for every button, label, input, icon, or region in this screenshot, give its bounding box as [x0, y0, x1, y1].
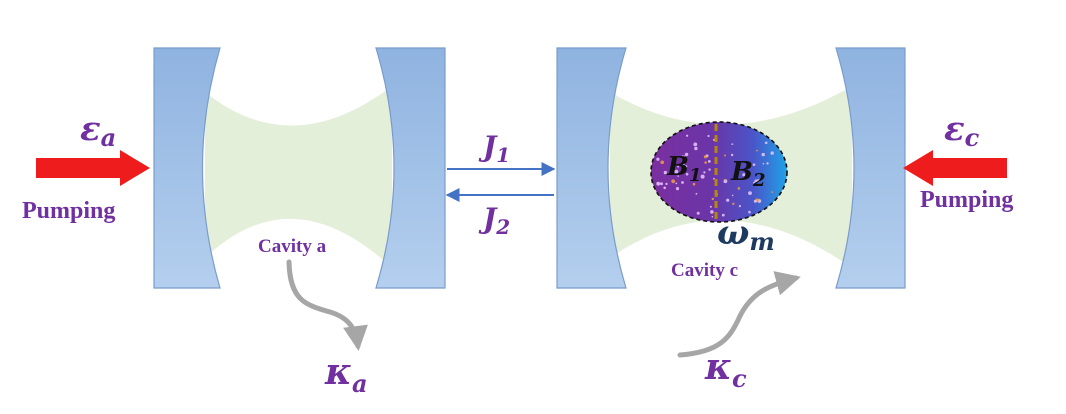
- cavity-a-right-mirror: [375, 47, 446, 289]
- magnon-speckles: [656, 134, 774, 218]
- decay-label-a: κa: [324, 351, 368, 398]
- magnon-speckle: [770, 151, 774, 155]
- magnon-speckle: [663, 186, 666, 190]
- magnon-speckle: [737, 187, 741, 190]
- magnon-sphere: [650, 121, 788, 223]
- magnon-speckle: [685, 172, 689, 176]
- magnon-speckle: [660, 182, 663, 186]
- magnon-speckle: [730, 153, 734, 157]
- pump-symbol-c: εc: [944, 109, 980, 152]
- cavity-a-beam: [205, 86, 392, 268]
- magnon-speckle: [682, 163, 685, 166]
- magnon-speckle: [754, 179, 758, 183]
- magnon-speckle: [693, 142, 698, 147]
- magnon-speckle: [677, 165, 679, 168]
- magnon-speckle: [762, 162, 765, 165]
- magnon-speckle: [721, 213, 725, 217]
- decay-label-c: κc: [704, 346, 747, 393]
- magnon-speckle: [761, 152, 765, 157]
- magnon-speckle: [731, 143, 734, 146]
- cavity-c-right-mirror: [835, 47, 906, 289]
- magnon-speckle: [711, 197, 714, 201]
- magnon-speckle: [732, 202, 735, 205]
- magnon-speckle: [724, 178, 726, 181]
- magnon-speckle: [703, 171, 706, 174]
- magnon-speckle: [748, 191, 752, 196]
- magnon-speckle: [753, 199, 757, 203]
- magnon-speckle: [700, 174, 705, 179]
- pump-arrow-right: [903, 150, 1007, 186]
- cavity-c-label: Cavity c: [671, 260, 738, 281]
- magnon-speckle: [674, 169, 679, 174]
- pump-symbol-a: εa: [80, 109, 116, 152]
- magnon-speckle: [738, 205, 742, 208]
- magnon-speckle: [677, 175, 679, 177]
- magnon-speckle: [683, 155, 686, 158]
- magnon-speckle: [753, 181, 756, 184]
- magnon-speckle: [671, 179, 676, 184]
- magnon-speckle: [663, 170, 668, 175]
- decay-arrow-c: [677, 271, 801, 358]
- magnon-speckle: [748, 210, 751, 214]
- magnon-speckle: [707, 134, 710, 138]
- magnon-speckle: [660, 160, 664, 165]
- magnon-speckle: [742, 173, 746, 177]
- magnon-speckle: [756, 149, 758, 152]
- magnon-speckle: [703, 155, 708, 159]
- pump-arrow-left: [36, 150, 150, 186]
- magnon-speckle: [711, 215, 714, 218]
- magnon-speckle: [684, 152, 689, 157]
- magnon-speckle: [708, 168, 711, 171]
- cavity-a-left-mirror: [153, 47, 221, 289]
- magnon-speckle: [692, 182, 696, 186]
- cavity-a: [153, 47, 446, 289]
- magnon-speckle: [704, 161, 707, 164]
- magnon-speckle: [675, 182, 678, 185]
- coupling-label-forward: J1: [478, 130, 510, 167]
- magnon-frequency-label: ωm: [717, 213, 775, 256]
- magnon-speckle: [696, 211, 700, 215]
- magnon-sphere-body: [651, 122, 787, 222]
- magnon-speckle: [681, 181, 684, 184]
- magnon-speckle: [656, 157, 660, 161]
- magnon-speckle: [681, 155, 684, 158]
- magnon-sphere-outline: [650, 121, 788, 223]
- magnon-speckle: [665, 182, 668, 186]
- magnon-label-b2: B2: [730, 157, 766, 191]
- cavity-c: [556, 47, 906, 289]
- pump-label-a: Pumping: [22, 198, 115, 224]
- magnon-speckle: [764, 141, 768, 145]
- magnon-speckle: [707, 160, 711, 163]
- magnon-speckle: [695, 192, 698, 195]
- cavity-c-left-mirror: [556, 47, 627, 289]
- magnon-speckle: [709, 205, 712, 208]
- magnon-speckle: [713, 177, 715, 180]
- magnon-speckle: [684, 165, 688, 168]
- magnon-speckle: [675, 187, 680, 191]
- magnon-speckle: [752, 163, 756, 166]
- magnon-speckle: [724, 154, 726, 157]
- cavity-a-label: Cavity a: [258, 236, 327, 257]
- magnon-speckle: [694, 146, 698, 151]
- magnon-label-b1: B1: [666, 152, 702, 186]
- magnon-speckle: [731, 194, 734, 197]
- magnon-speckle: [771, 191, 774, 194]
- magnon-speckle: [670, 173, 673, 176]
- magnon-speckle: [756, 179, 760, 183]
- coupling-label-backward: J2: [478, 202, 510, 239]
- pump-label-c: Pumping: [920, 187, 1013, 213]
- decay-arrow-a: [286, 259, 368, 351]
- magnon-speckle: [766, 162, 769, 165]
- magnon-speckle: [726, 198, 730, 202]
- magnon-speckle: [686, 134, 689, 137]
- magnon-speckle: [710, 210, 714, 214]
- magnon-speckle: [656, 181, 661, 186]
